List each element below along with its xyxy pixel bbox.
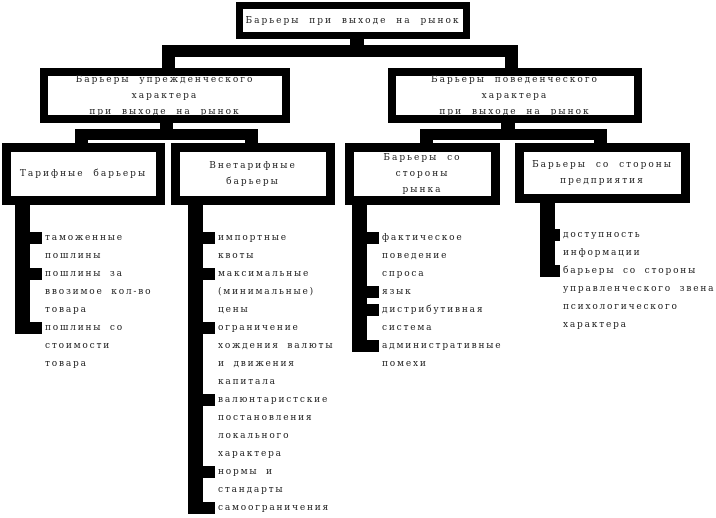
leaf-column-enterprise: доступность информации барьеры со сторон…	[540, 202, 716, 334]
connector-root-hbar	[162, 45, 518, 57]
connector-left-drop-b	[245, 139, 258, 146]
leaf-item: ограничение хождения валюты и движения к…	[188, 319, 340, 391]
connector-left-stub	[160, 122, 173, 130]
category-box-nontariff: Внетарифные барьеры	[171, 143, 335, 205]
category-box-enterprise-label: Барьеры со стороны предприятия	[532, 160, 673, 186]
category-box-tariff: Тарифные барьеры	[2, 143, 165, 205]
leaf-item-text: административные помехи	[382, 341, 503, 369]
leaf-item: дистрибутивная система	[352, 301, 514, 337]
root-box-label: Барьеры при выходе на рынок	[245, 15, 461, 26]
vertical-bar	[540, 202, 555, 277]
leaf-item: язык	[352, 283, 514, 301]
leaf-item: пошлины за ввозимое кол-во товара	[15, 265, 167, 319]
category-box-market: Барьеры со стороны рынка	[345, 143, 500, 205]
leaf-item-text: дистрибутивная система	[382, 305, 485, 333]
leaf-item: импортные квоты	[188, 229, 340, 265]
category-box-market-label: Барьеры со стороны рынка	[383, 153, 462, 195]
connector-left-drop-a	[75, 139, 88, 146]
leaf-item-text: пошлины со стоимости товара	[45, 323, 124, 369]
vertical-bar	[15, 205, 30, 334]
leaf-item-text: ограничение хождения валюты и движения к…	[218, 323, 335, 387]
connector-root-drop-left	[162, 56, 175, 69]
leaf-item-text: импортные квоты	[218, 233, 288, 261]
leaf-item: валюнтаристские постановления локального…	[188, 391, 340, 463]
connector-root-stub	[350, 37, 364, 46]
branch-box-behavioral-label: Барьеры поведенческого характера при вых…	[431, 74, 599, 117]
connector-right-stub	[501, 122, 515, 130]
leaf-item-text: язык	[382, 287, 413, 297]
leaf-item-text: пошлины за ввозимое кол-во товара	[45, 269, 153, 315]
leaf-item: барьеры со стороны управленческого звена…	[540, 262, 716, 334]
leaf-item-text: нормы и стандарты	[218, 467, 285, 495]
connector-root-drop-right	[505, 56, 518, 69]
leaf-item: пошлины со стоимости товара	[15, 319, 167, 373]
connector-right-hbar	[420, 129, 607, 140]
leaf-item-text: фактическое поведение спроса	[382, 233, 464, 279]
leaf-item-text: самоограничения	[218, 503, 331, 513]
connector-right-drop-c	[420, 139, 433, 146]
leaf-item: нормы и стандарты	[188, 463, 340, 499]
leaf-column-tariff: таможенные пошлины пошлины за ввозимое к…	[15, 205, 167, 373]
leaf-item-text: максимальные (минимальные) цены	[218, 269, 315, 315]
leaf-item-text: таможенные пошлины	[45, 233, 124, 261]
vertical-bar	[188, 205, 203, 514]
leaf-item: максимальные (минимальные) цены	[188, 265, 340, 319]
leaf-column-market: фактическое поведение спроса язык дистри…	[352, 205, 514, 373]
leaf-item: административные помехи	[352, 337, 514, 373]
leaf-item: таможенные пошлины	[15, 229, 167, 265]
branch-box-behavioral: Барьеры поведенческого характера при вых…	[388, 68, 642, 123]
leaf-item-text: доступность информации	[563, 230, 642, 258]
branch-box-preventive-label: Барьеры упрежденческого характера при вы…	[75, 74, 255, 117]
category-box-nontariff-label: Внетарифные барьеры	[209, 161, 297, 187]
vertical-bar	[352, 205, 367, 352]
leaf-item: фактическое поведение спроса	[352, 229, 514, 283]
leaf-item: доступность информации	[540, 226, 716, 262]
branch-box-preventive: Барьеры упрежденческого характера при вы…	[40, 68, 290, 123]
root-box: Барьеры при выходе на рынок	[236, 2, 470, 39]
connector-left-hbar	[75, 129, 258, 140]
leaf-item: самоограничения	[188, 499, 340, 517]
connector-right-drop-d	[594, 139, 607, 146]
leaf-item-text: барьеры со стороны управленческого звена…	[563, 266, 716, 330]
category-box-enterprise: Барьеры со стороны предприятия	[515, 143, 690, 203]
leaf-item-text: валюнтаристские постановления локального…	[218, 395, 330, 459]
category-box-tariff-label: Тарифные барьеры	[19, 169, 148, 179]
leaf-column-nontariff: импортные квоты максимальные (минимальны…	[188, 205, 340, 517]
